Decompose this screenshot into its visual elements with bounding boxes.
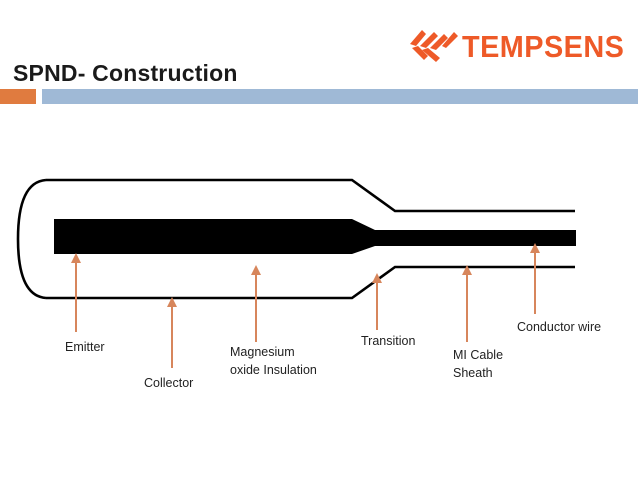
accent-bar-orange [0, 89, 36, 104]
tempsens-logo-icon [410, 30, 458, 62]
label-transition: Transition [361, 334, 416, 348]
label-sheath: MI Cable Sheath [453, 348, 504, 380]
sheath-outline-bottom [46, 265, 575, 300]
sheath-rounded-end [16, 178, 47, 300]
emitter-core [54, 219, 576, 254]
label-conductor: Conductor wire [517, 320, 602, 334]
label-emitter: Emitter [65, 340, 105, 354]
accent-bar-blue [42, 89, 638, 104]
logo: TEMPSENS [408, 26, 630, 66]
sheath-outline-top [46, 178, 575, 213]
logo-text: TEMPSENS [462, 29, 625, 64]
slide-title: SPND- Construction [13, 60, 238, 86]
label-collector: Collector [144, 376, 194, 390]
label-insulation: Magnesium oxide Insulation [230, 345, 317, 377]
